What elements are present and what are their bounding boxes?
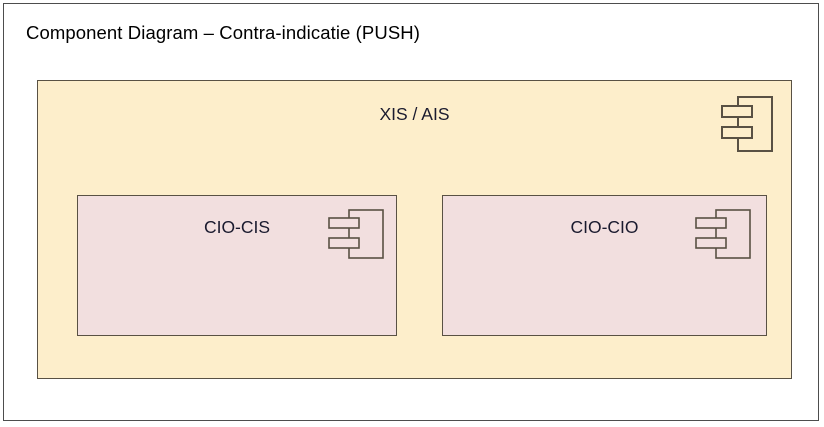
uml-component-icon <box>721 96 773 152</box>
diagram-frame: Component Diagram – Contra-indicatie (PU… <box>3 3 819 421</box>
uml-component-icon <box>328 209 384 259</box>
component-cio-cis-label: CIO-CIS <box>203 217 271 237</box>
component-cio-cio[interactable]: CIO-CIO <box>442 195 767 336</box>
component-cio-cio-label: CIO-CIO <box>570 217 639 237</box>
component-xis-ais[interactable]: XIS / AIS CIO-CIS CIO-CIO <box>37 80 792 379</box>
component-cio-cis[interactable]: CIO-CIS <box>77 195 397 336</box>
component-xis-ais-label: XIS / AIS <box>379 104 450 124</box>
uml-component-icon <box>695 209 751 259</box>
page-title: Component Diagram – Contra-indicatie (PU… <box>26 22 420 43</box>
